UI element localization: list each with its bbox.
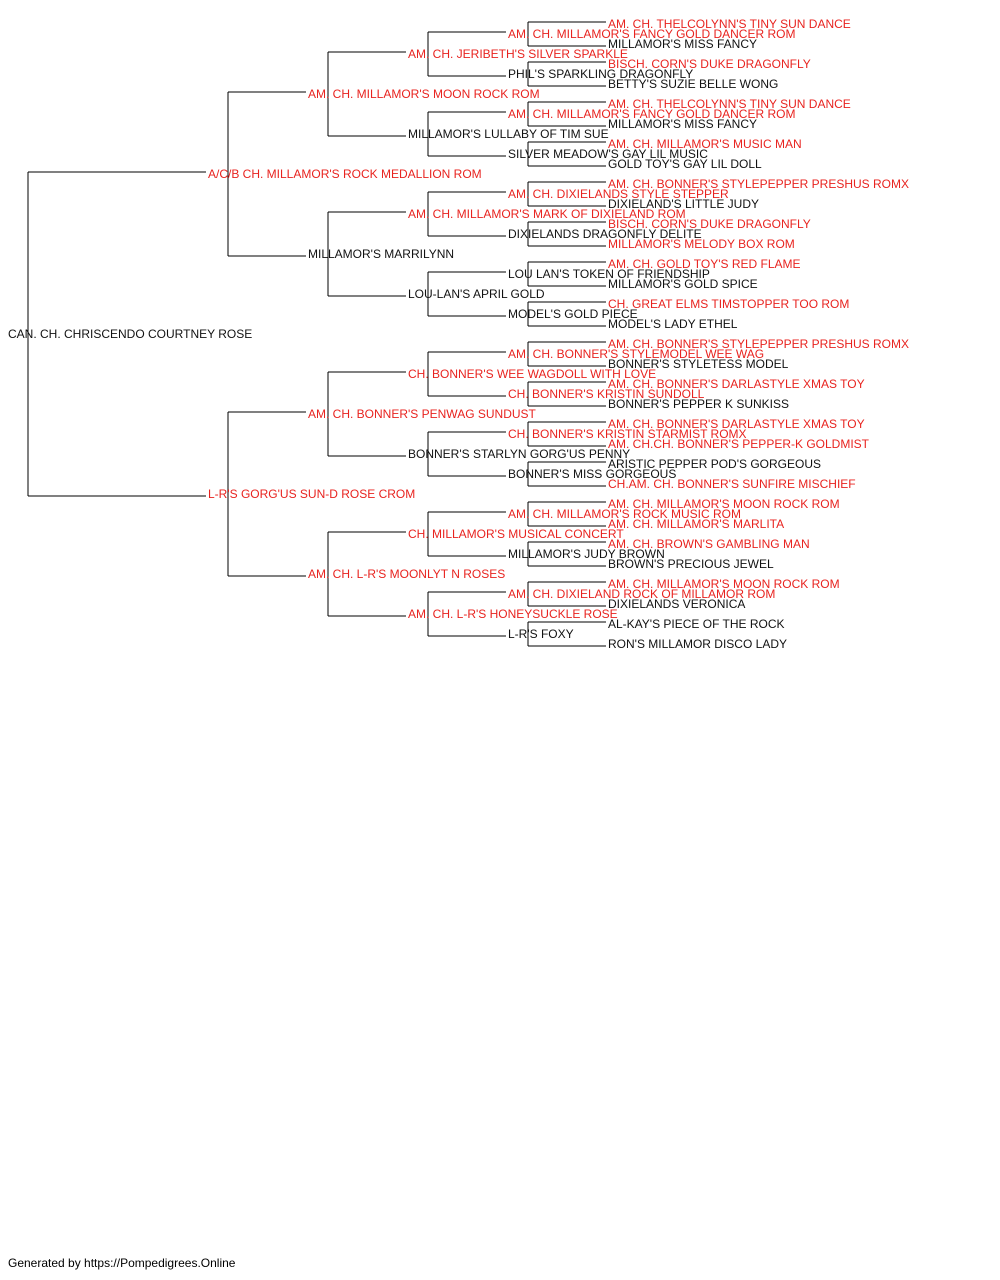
ancestor-name: CH. MILLAMOR'S MUSICAL CONCERT <box>408 527 624 541</box>
ancestor-name: DIXIELANDS VERONICA <box>608 597 745 611</box>
ancestor-name: AM. CH. L-R'S HONEYSUCKLE ROSE <box>408 607 618 621</box>
ancestor-name: A/C/B CH. MILLAMOR'S ROCK MEDALLION ROM <box>208 167 482 181</box>
ancestor-name: MODEL'S GOLD PIECE <box>508 307 638 321</box>
ancestor-name: MODEL'S LADY ETHEL <box>608 317 738 331</box>
ancestor-name: AM. CH. DIXIELAND ROCK OF MILLAMOR ROM <box>508 587 775 601</box>
ancestor-name: BONNER'S STYLETESS MODEL <box>608 357 789 371</box>
ancestor-name: AL-KAY'S PIECE OF THE ROCK <box>608 617 785 631</box>
ancestor-name: AM. CH. MILLAMOR'S MUSIC MAN <box>608 137 802 151</box>
ancestor-name: AM. CH. MILLAMOR'S FANCY GOLD DANCER ROM <box>508 107 795 121</box>
ancestor-name: AM. CH. BONNER'S STYLEPEPPER PRESHUS ROM… <box>608 177 909 191</box>
ancestor-name: LOU-LAN'S APRIL GOLD <box>408 287 545 301</box>
ancestor-name: AM. CH. MILLAMOR'S MOON ROCK ROM <box>608 497 840 511</box>
ancestor-name: BROWN'S PRECIOUS JEWEL <box>608 557 774 571</box>
ancestor-name: AM. CH. L-R'S MOONLYT N ROSES <box>308 567 505 581</box>
ancestor-name: MILLAMOR'S GOLD SPICE <box>608 277 758 291</box>
ancestor-name: AM. CH. MILLAMOR'S MARK OF DIXIELAND ROM <box>408 207 686 221</box>
ancestor-name: AM. CH. MILLAMOR'S MARLITA <box>608 517 784 531</box>
ancestor-name: BONNER'S MISS GORGEOUS <box>508 467 676 481</box>
ancestor-name: MILLAMOR'S JUDY BROWN <box>508 547 665 561</box>
ancestor-name: CH. GREAT ELMS TIMSTOPPER TOO ROM <box>608 297 849 311</box>
ancestor-name: PHIL'S SPARKLING DRAGONFLY <box>508 67 693 81</box>
ancestor-name: AM. CH. MILLAMOR'S FANCY GOLD DANCER ROM <box>508 27 795 41</box>
ancestor-name: MILLAMOR'S MELODY BOX ROM <box>608 237 795 251</box>
ancestor-name: RON'S MILLAMOR DISCO LADY <box>608 637 787 651</box>
ancestor-name: AM. CH. BONNER'S STYLEMODEL WEE WAG <box>508 347 764 361</box>
ancestor-name: CH. BONNER'S WEE WAGDOLL WITH LOVE <box>408 367 656 381</box>
footer-credit: Generated by https://Pompedigrees.Online <box>8 1256 236 1270</box>
ancestor-name: AM. CH. BONNER'S DARLASTYLE XMAS TOY <box>608 417 865 431</box>
ancestor-name: BETTY'S SUZIE BELLE WONG <box>608 77 778 91</box>
ancestor-name: AM. CH. DIXIELANDS STYLE STEPPER <box>508 187 729 201</box>
ancestor-name: AM. CH. MILLAMOR'S ROCK MUSIC ROM <box>508 507 741 521</box>
ancestor-name: AM. CH. MILLAMOR'S MOON ROCK ROM <box>308 87 540 101</box>
ancestor-name: SILVER MEADOW'S GAY LIL MUSIC <box>508 147 708 161</box>
ancestor-name: AM. CH. JERIBETH'S SILVER SPARKLE <box>408 47 628 61</box>
ancestor-name: DIXIELAND'S LITTLE JUDY <box>608 197 759 211</box>
ancestor-name: BONNER'S PEPPER K SUNKISS <box>608 397 789 411</box>
ancestor-name: AM. CH. MILLAMOR'S MOON ROCK ROM <box>608 577 840 591</box>
ancestor-name: BISCH. CORN'S DUKE DRAGONFLY <box>608 217 811 231</box>
ancestor-name: MILLAMOR'S MISS FANCY <box>608 117 757 131</box>
ancestor-name: L-R'S FOXY <box>508 627 574 641</box>
ancestor-name: CH. BONNER'S KRISTIN SUNDOLL <box>508 387 705 401</box>
ancestor-name: AM. CH.CH. BONNER'S PEPPER-K GOLDMIST <box>608 437 870 451</box>
ancestor-name: CH. BONNER'S KRISTIN STARMIST ROMX <box>508 427 747 441</box>
ancestor-name: AM. CH. BONNER'S DARLASTYLE XMAS TOY <box>608 377 865 391</box>
ancestor-name: AM. CH. THELCOLYNN'S TINY SUN DANCE <box>608 17 851 31</box>
ancestor-name: AM. CH. THELCOLYNN'S TINY SUN DANCE <box>608 97 851 111</box>
ancestor-name: AM. CH. BONNER'S STYLEPEPPER PRESHUS ROM… <box>608 337 909 351</box>
ancestor-name: LOU LAN'S TOKEN OF FRIENDSHIP <box>508 267 710 281</box>
ancestor-name: AM. CH. BROWN'S GAMBLING MAN <box>608 537 810 551</box>
ancestor-name: MILLAMOR'S LULLABY OF TIM SUE <box>408 127 609 141</box>
ancestor-name: CH.AM. CH. BONNER'S SUNFIRE MISCHIEF <box>608 477 856 491</box>
ancestor-name: GOLD TOY'S GAY LIL DOLL <box>608 157 762 171</box>
ancestor-name: L-R'S GORG'US SUN-D ROSE CROM <box>208 487 415 501</box>
ancestor-name: AM. CH. GOLD TOY'S RED FLAME <box>608 257 801 271</box>
ancestor-name: DIXIELANDS DRAGONFLY DELITE <box>508 227 702 241</box>
ancestor-name: BISCH. CORN'S DUKE DRAGONFLY <box>608 57 811 71</box>
ancestor-name: BONNER'S STARLYN GORG'US PENNY <box>408 447 630 461</box>
ancestor-name: MILLAMOR'S MARRILYNN <box>308 247 454 261</box>
ancestor-name: AM. CH. BONNER'S PENWAG SUNDUST <box>308 407 537 421</box>
ancestor-name: ARISTIC PEPPER POD'S GORGEOUS <box>608 457 821 471</box>
ancestor-name: MILLAMOR'S MISS FANCY <box>608 37 757 51</box>
subject-dog-name: CAN. CH. CHRISCENDO COURTNEY ROSE <box>8 327 252 341</box>
